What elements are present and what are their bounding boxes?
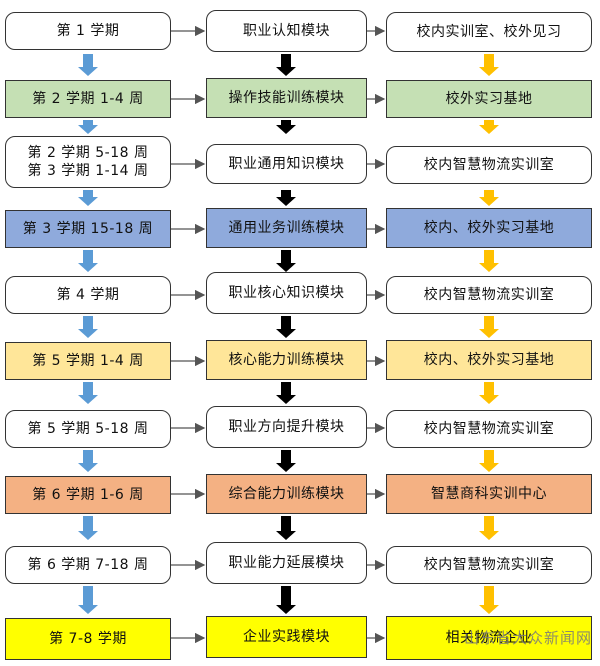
down-arrow-module bbox=[276, 516, 296, 540]
location-box-10: 相关物流企业 bbox=[386, 616, 592, 660]
location-box-2: 校外实习基地 bbox=[386, 80, 592, 118]
down-arrow-location bbox=[479, 54, 499, 76]
period-box-10: 第 7-8 学期 bbox=[5, 618, 171, 660]
location-box-4: 校内、校外实习基地 bbox=[386, 208, 592, 248]
module-label: 企业实践模块 bbox=[243, 629, 330, 645]
down-arrow-module bbox=[276, 586, 296, 614]
down-arrow-location bbox=[479, 250, 499, 272]
period-label: 第 6 学期 7-18 周 bbox=[27, 557, 149, 573]
period-box-2: 第 2 学期 1-4 周 bbox=[5, 80, 171, 118]
period-box-5: 第 4 学期 bbox=[5, 276, 171, 314]
period-label: 第 7-8 学期 bbox=[49, 631, 127, 647]
location-box-7: 校内智慧物流实训室 bbox=[386, 410, 592, 448]
module-label: 职业核心知识模块 bbox=[228, 285, 345, 301]
module-box-6: 核心能力训练模块 bbox=[206, 340, 367, 380]
down-arrow-period bbox=[78, 316, 98, 338]
module-box-10: 企业实践模块 bbox=[206, 616, 367, 658]
module-label: 职业方向提升模块 bbox=[228, 419, 345, 435]
period-line-1: 第 2 学期 5-18 周 bbox=[27, 145, 149, 161]
down-arrow-module bbox=[276, 54, 296, 76]
location-box-9: 校内智慧物流实训室 bbox=[386, 546, 592, 584]
location-label: 校内智慧物流实训室 bbox=[423, 157, 555, 173]
module-box-5: 职业核心知识模块 bbox=[206, 272, 367, 314]
module-box-1: 职业认知模块 bbox=[206, 10, 367, 52]
module-label: 综合能力训练模块 bbox=[228, 486, 345, 502]
module-box-2: 操作技能训练模块 bbox=[206, 78, 367, 118]
down-arrow-period bbox=[78, 516, 98, 540]
down-arrow-period bbox=[78, 250, 98, 272]
period-box-9: 第 6 学期 7-18 周 bbox=[5, 546, 171, 584]
down-arrow-location bbox=[479, 586, 499, 614]
period-box-3: 第 2 学期 5-18 周 第 3 学期 1-14 周 bbox=[5, 136, 171, 188]
down-arrow-period bbox=[78, 586, 98, 614]
location-box-8: 智慧商科实训中心 bbox=[386, 474, 592, 514]
location-box-5: 校内智慧物流实训室 bbox=[386, 276, 592, 314]
down-arrow-period bbox=[78, 382, 98, 404]
location-box-1: 校内实训室、校外见习 bbox=[386, 12, 592, 52]
location-label: 校内实训室、校外见习 bbox=[416, 24, 562, 40]
period-label: 第 2 学期 1-4 周 bbox=[32, 91, 144, 107]
location-box-3: 校内智慧物流实训室 bbox=[386, 146, 592, 184]
down-arrow-module bbox=[276, 250, 296, 272]
period-box-7: 第 5 学期 5-18 周 bbox=[5, 410, 171, 448]
period-box-1: 第 1 学期 bbox=[5, 12, 171, 50]
period-label: 第 3 学期 15-18 周 bbox=[22, 221, 154, 237]
module-box-8: 综合能力训练模块 bbox=[206, 474, 367, 514]
down-arrow-period bbox=[78, 120, 98, 134]
down-arrow-location bbox=[479, 120, 499, 134]
period-box-6: 第 5 学期 1-4 周 bbox=[5, 342, 171, 380]
location-label: 校内、校外实习基地 bbox=[423, 220, 555, 236]
period-line-2: 第 3 学期 1-14 周 bbox=[27, 163, 149, 179]
module-label: 通用业务训练模块 bbox=[228, 220, 345, 236]
down-arrow-period bbox=[78, 190, 98, 206]
down-arrow-location bbox=[479, 190, 499, 206]
down-arrow-period bbox=[78, 450, 98, 472]
location-label: 相关物流企业 bbox=[445, 630, 533, 646]
down-arrow-location bbox=[479, 450, 499, 472]
module-box-9: 职业能力延展模块 bbox=[206, 542, 367, 584]
period-box-4: 第 3 学期 15-18 周 bbox=[5, 210, 171, 248]
module-box-7: 职业方向提升模块 bbox=[206, 406, 367, 448]
module-box-3: 职业通用知识模块 bbox=[206, 144, 367, 184]
period-label: 第 6 学期 1-6 周 bbox=[32, 487, 144, 503]
module-box-4: 通用业务训练模块 bbox=[206, 208, 367, 248]
down-arrow-module bbox=[276, 450, 296, 472]
down-arrow-module bbox=[276, 120, 296, 134]
module-label: 职业能力延展模块 bbox=[228, 555, 345, 571]
location-box-6: 校内、校外实习基地 bbox=[386, 340, 592, 380]
module-label: 操作技能训练模块 bbox=[228, 90, 345, 106]
location-label: 校内智慧物流实训室 bbox=[423, 421, 555, 437]
module-label: 职业认知模块 bbox=[243, 23, 330, 39]
period-label: 第 5 学期 1-4 周 bbox=[32, 353, 144, 369]
module-label: 职业通用知识模块 bbox=[228, 156, 345, 172]
location-label: 校内、校外实习基地 bbox=[423, 352, 555, 368]
watermark-text: 山东省大众新闻网 bbox=[463, 629, 592, 647]
down-arrow-module bbox=[276, 190, 296, 206]
down-arrow-location bbox=[479, 316, 499, 338]
location-label: 校外实习基地 bbox=[445, 91, 533, 107]
down-arrow-module bbox=[276, 316, 296, 338]
period-label: 第 1 学期 bbox=[56, 23, 120, 39]
location-label: 校内智慧物流实训室 bbox=[423, 287, 555, 303]
down-arrow-location bbox=[479, 516, 499, 540]
period-box-8: 第 6 学期 1-6 周 bbox=[5, 476, 171, 514]
down-arrow-module bbox=[276, 382, 296, 404]
down-arrow-period bbox=[78, 54, 98, 76]
location-label: 校内智慧物流实训室 bbox=[423, 557, 555, 573]
down-arrow-location bbox=[479, 382, 499, 404]
period-label: 第 5 学期 5-18 周 bbox=[27, 421, 149, 437]
module-label: 核心能力训练模块 bbox=[228, 352, 345, 368]
period-label: 第 4 学期 bbox=[56, 287, 120, 303]
location-label: 智慧商科实训中心 bbox=[431, 486, 547, 502]
